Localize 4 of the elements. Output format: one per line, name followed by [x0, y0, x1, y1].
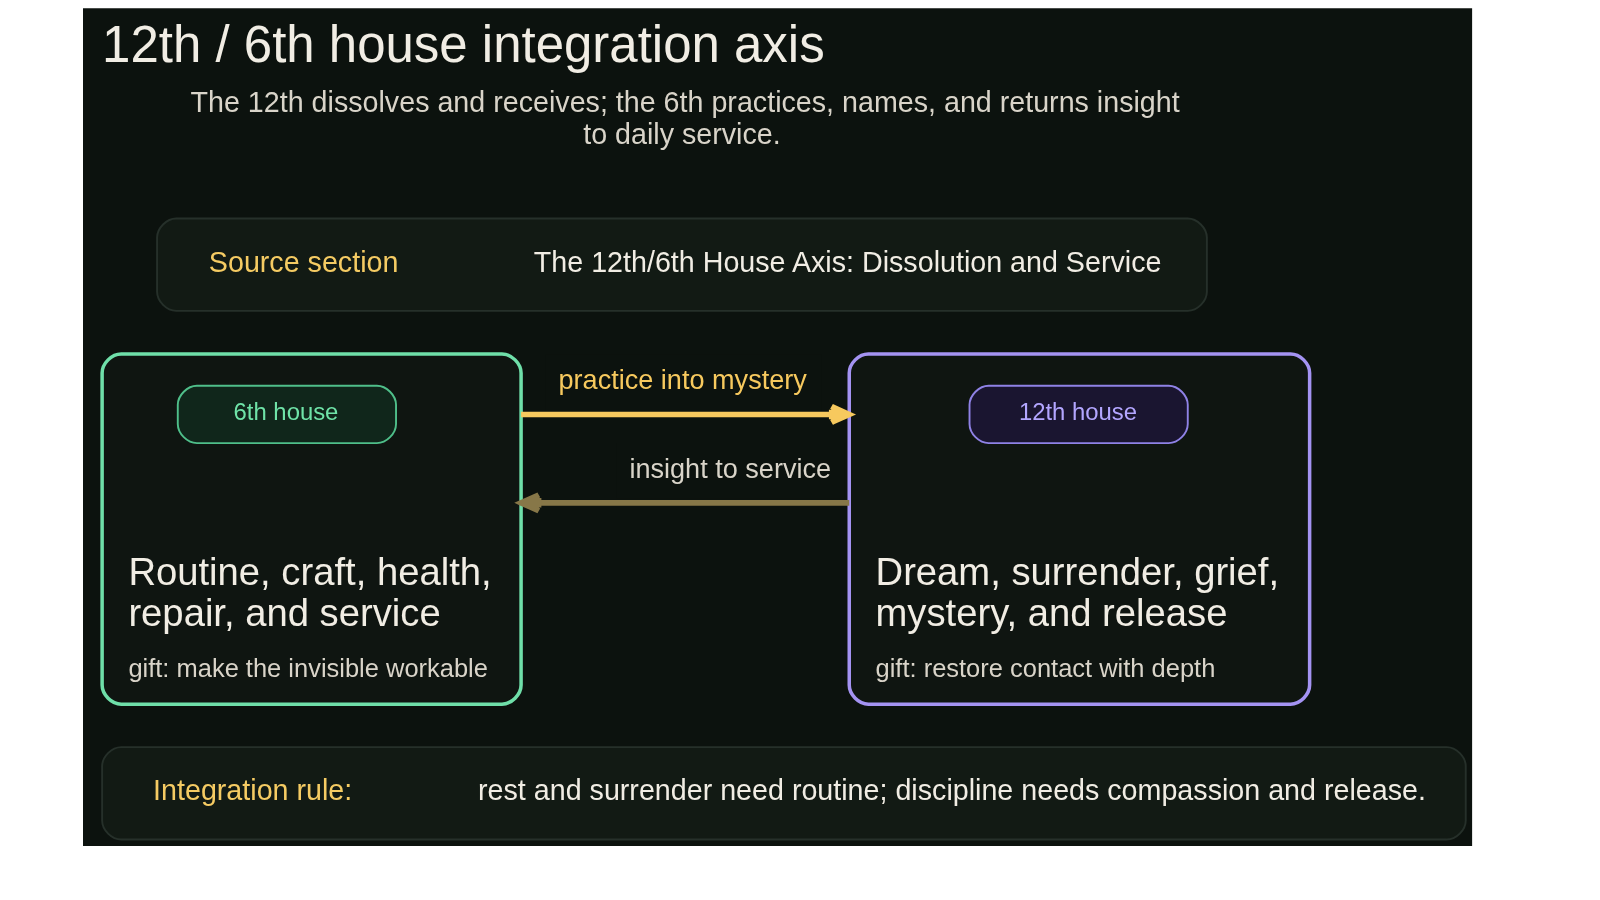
label: The 12th dissolves and receives; the 6th practices, names, and returns insight to daily service.	[190, 86, 1180, 151]
edge-label: insight to service	[628, 452, 831, 484]
diagram-title: 12th / 6th house integration axis	[101, 15, 825, 73]
edge-label: practice into mystery	[558, 364, 807, 396]
